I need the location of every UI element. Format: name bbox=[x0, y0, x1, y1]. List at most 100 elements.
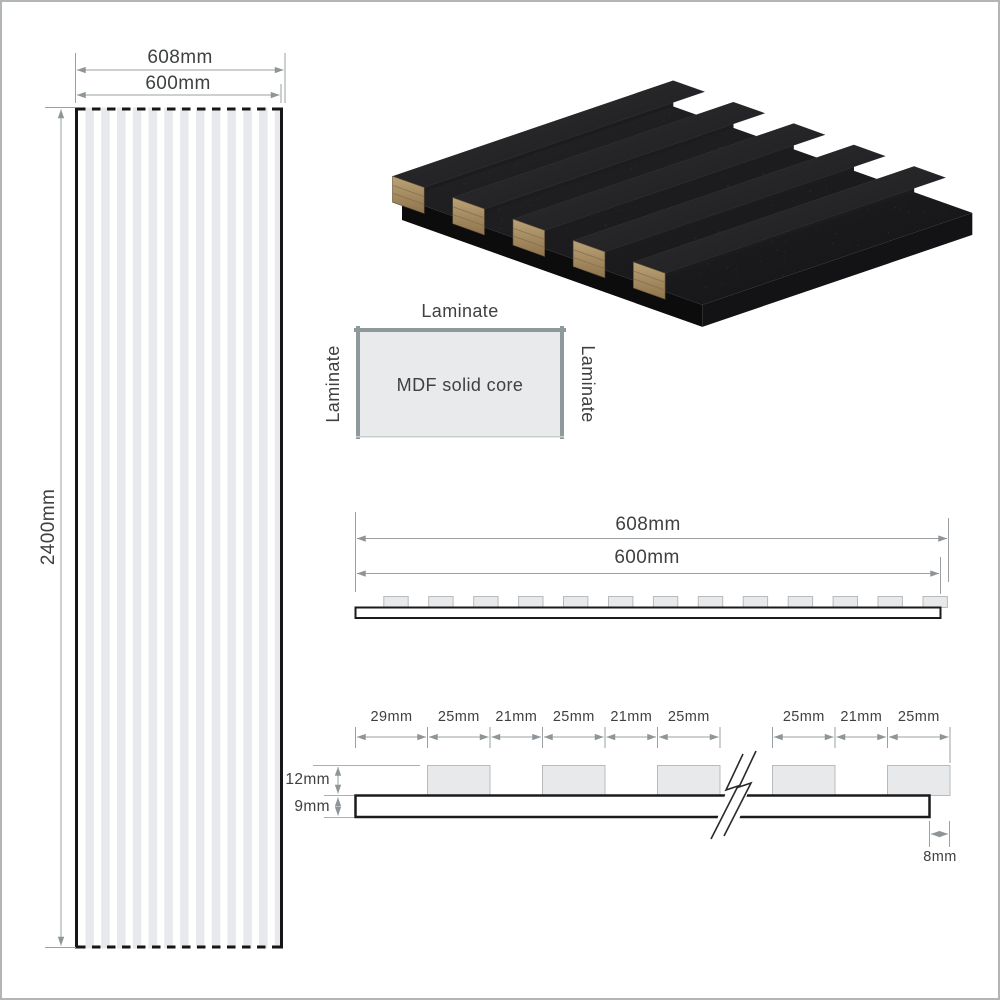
felt-speck bbox=[501, 218, 503, 221]
wood-grain-line bbox=[633, 278, 666, 291]
felt-speck bbox=[706, 263, 709, 265]
slat-3d bbox=[451, 101, 767, 236]
felt-base-front-right bbox=[702, 212, 973, 327]
detail-overhang-label: 8mm bbox=[923, 849, 956, 865]
section-slat bbox=[697, 596, 724, 608]
detail-dim-label: 21mm bbox=[610, 709, 652, 725]
detail-slat bbox=[657, 765, 721, 796]
detail-dim-label: 21mm bbox=[840, 709, 882, 725]
section-slat bbox=[832, 596, 858, 608]
front-view: 608mm 600mm 2400mm bbox=[38, 47, 286, 949]
felt-speck bbox=[454, 193, 457, 196]
felt-speck bbox=[762, 172, 764, 175]
detail-dim-label: 25mm bbox=[438, 709, 480, 725]
felt-speck bbox=[488, 169, 490, 171]
felt-speck bbox=[625, 217, 628, 220]
felt-speck bbox=[831, 242, 834, 244]
detail-slat bbox=[542, 765, 606, 796]
detail-dim-label: 21mm bbox=[495, 709, 537, 725]
slat-wood-end-face bbox=[512, 218, 545, 257]
felt-speck bbox=[731, 270, 733, 272]
slat-wood-end-face bbox=[633, 261, 666, 300]
detail-base-board bbox=[354, 794, 931, 819]
felt-speck bbox=[621, 254, 624, 256]
felt-speck bbox=[692, 114, 695, 117]
section-slat bbox=[428, 596, 454, 608]
felt-speck bbox=[665, 196, 668, 198]
felt-speck bbox=[944, 212, 947, 215]
felt-speck bbox=[908, 211, 910, 214]
section-base-board bbox=[354, 606, 942, 619]
felt-speck bbox=[529, 204, 531, 206]
felt-speck bbox=[834, 233, 837, 235]
felt-speck bbox=[663, 120, 666, 122]
felt-speck bbox=[721, 282, 723, 285]
felt-speck bbox=[442, 203, 444, 206]
section-dim-outer-label: 608mm bbox=[615, 514, 680, 535]
core-diagram: Laminate Laminate Laminate MDF solid cor… bbox=[323, 301, 598, 439]
section-slat bbox=[787, 596, 814, 608]
detail-slat-height-label: 12mm bbox=[285, 771, 330, 788]
laminate-label-left: Laminate bbox=[323, 345, 343, 422]
felt-speck bbox=[719, 146, 721, 148]
felt-speck bbox=[792, 200, 794, 202]
felt-speck bbox=[922, 211, 924, 213]
felt-speck bbox=[500, 221, 502, 224]
felt-speck bbox=[727, 185, 729, 187]
felt-speck bbox=[668, 112, 670, 114]
mdf-core-rect bbox=[356, 328, 564, 437]
felt-speck bbox=[524, 199, 527, 202]
felt-speck bbox=[784, 239, 786, 242]
detail-dim-label: 25mm bbox=[783, 709, 825, 725]
felt-speck bbox=[498, 207, 501, 209]
section-slat bbox=[922, 596, 948, 608]
felt-speck bbox=[726, 266, 729, 269]
detail-slat bbox=[427, 765, 491, 796]
felt-speck bbox=[703, 303, 705, 305]
wood-grain-line bbox=[573, 249, 606, 262]
detail-dim-label: 29mm bbox=[371, 709, 413, 725]
felt-speck bbox=[783, 258, 785, 260]
section-view: 608mm 600mm bbox=[354, 512, 949, 619]
section-slats bbox=[383, 596, 948, 608]
slat-3d bbox=[391, 80, 707, 214]
section-slat bbox=[383, 596, 409, 608]
felt-speck bbox=[735, 268, 737, 271]
wood-grain-line bbox=[392, 184, 425, 198]
detail-slats bbox=[427, 765, 951, 796]
felt-speck bbox=[461, 182, 464, 184]
felt-speck bbox=[817, 195, 819, 197]
felt-speck bbox=[771, 241, 773, 243]
front-panel-face bbox=[75, 107, 283, 949]
wood-grain-line bbox=[452, 206, 485, 219]
section-slat bbox=[608, 596, 634, 608]
felt-speck bbox=[498, 227, 501, 230]
break-symbol-right bbox=[723, 750, 757, 837]
section-slat bbox=[473, 596, 499, 608]
slat-wood-end-face bbox=[572, 240, 606, 279]
felt-speck bbox=[771, 259, 773, 261]
slat-wood-end-face bbox=[452, 197, 485, 236]
felt-speck bbox=[580, 186, 582, 188]
detail-dim-label: 25mm bbox=[553, 709, 595, 725]
wood-grain-line bbox=[573, 256, 606, 270]
section-slat bbox=[563, 596, 589, 608]
front-panel-left-margin bbox=[75, 107, 86, 949]
felt-speck bbox=[855, 230, 858, 232]
break-symbol-left bbox=[710, 753, 744, 840]
slat-3d bbox=[511, 122, 827, 257]
detail-slat bbox=[772, 765, 836, 796]
section-dim-inner-label: 600mm bbox=[614, 547, 679, 568]
black-slats-3d bbox=[391, 80, 948, 300]
slat-wood-end-face bbox=[392, 175, 425, 214]
felt-speck bbox=[694, 237, 696, 239]
felt-speck bbox=[464, 182, 466, 185]
laminate-label-top: Laminate bbox=[421, 301, 498, 321]
wood-grain-line bbox=[512, 227, 545, 240]
felt-speck bbox=[850, 238, 853, 240]
detail-slat bbox=[887, 765, 951, 796]
wood-grain-line bbox=[452, 214, 485, 227]
